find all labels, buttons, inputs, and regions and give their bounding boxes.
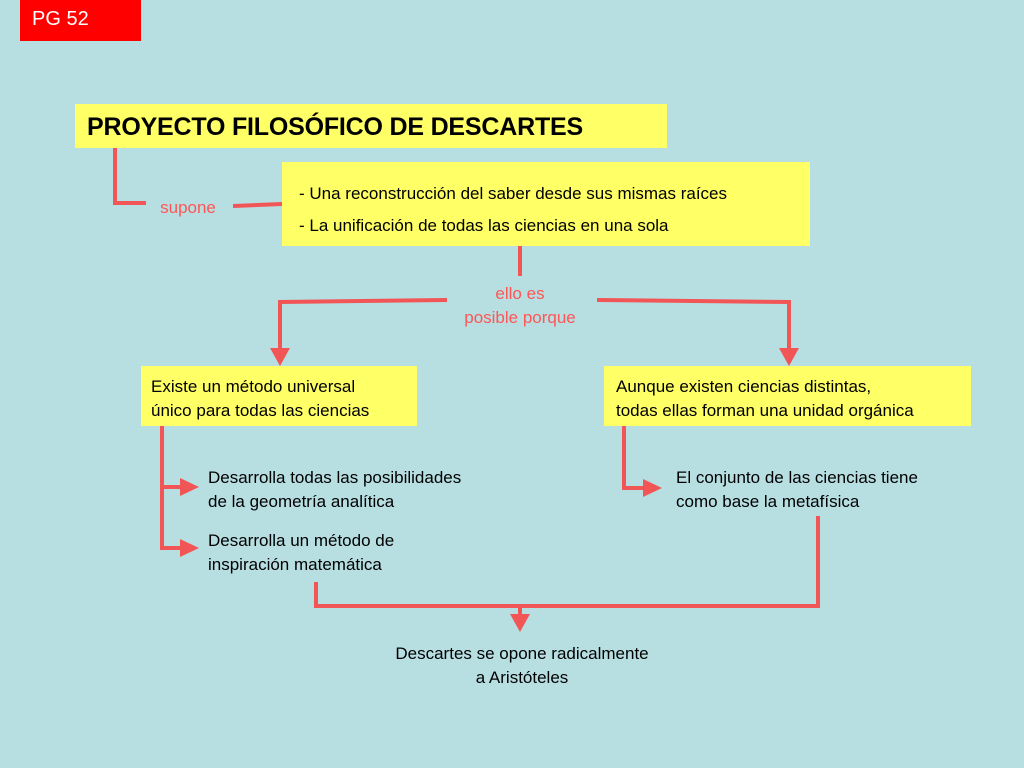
left-child2-arrowhead bbox=[180, 539, 199, 557]
left-child1-arrowhead bbox=[180, 478, 199, 496]
right-child-arrowhead bbox=[643, 479, 662, 497]
text-line: inspiración matemática bbox=[208, 555, 382, 574]
conclusion-text: Descartes se opone radicalmente a Aristó… bbox=[362, 642, 682, 690]
right-branch-box: Aunque existen ciencias distintas, todas… bbox=[604, 366, 971, 426]
conclusion-arrowhead bbox=[510, 614, 530, 632]
supone-item: - La unificación de todas las ciencias e… bbox=[299, 216, 669, 235]
ello-left-arrowhead bbox=[270, 348, 290, 366]
connector-label-supone: supone bbox=[160, 198, 216, 217]
ello-to-right-line bbox=[596, 298, 791, 350]
title-to-supone-line bbox=[113, 148, 146, 205]
supone-item: - Una reconstrucción del saber desde sus… bbox=[299, 184, 728, 203]
ello-to-left-line bbox=[278, 298, 448, 350]
connector-label-line: ello es bbox=[495, 284, 545, 303]
supone-to-box-line bbox=[232, 202, 283, 208]
page-number-badge: PG 52 bbox=[20, 0, 141, 41]
right-box-to-child-line bbox=[622, 426, 645, 490]
right-box-line: Aunque existen ciencias distintas, bbox=[616, 377, 872, 396]
text-line: como base la metafísica bbox=[676, 492, 860, 511]
merge-line bbox=[314, 516, 820, 608]
text-line: Desarrolla un método de bbox=[208, 531, 395, 550]
connector-label-ello-es: ello es posible porque bbox=[440, 282, 600, 330]
connector-label-line: posible porque bbox=[464, 308, 576, 327]
text-line: El conjunto de las ciencias tiene bbox=[676, 468, 918, 487]
left-box-to-children-line bbox=[160, 426, 182, 550]
concept-title: PROYECTO FILOSÓFICO DE DESCARTES bbox=[75, 104, 667, 148]
supone-box: - Una reconstrucción del saber desde sus… bbox=[282, 162, 810, 246]
text-line: Desarrolla todas las posibilidades bbox=[208, 468, 462, 487]
left-child-method: Desarrolla un método de inspiración mate… bbox=[208, 529, 394, 577]
ello-right-arrowhead bbox=[779, 348, 799, 366]
left-child-geometry: Desarrolla todas las posibilidades de la… bbox=[208, 466, 461, 514]
left-box-line: Existe un método universal bbox=[151, 377, 356, 396]
right-box-line: todas ellas forman una unidad orgánica bbox=[616, 401, 914, 420]
right-child-metaphysics: El conjunto de las ciencias tiene como b… bbox=[676, 466, 918, 514]
left-branch-box: Existe un método universal único para to… bbox=[141, 366, 417, 426]
text-line: a Aristóteles bbox=[475, 668, 569, 687]
left-box-line: único para todas las ciencias bbox=[151, 401, 370, 420]
text-line: de la geometría analítica bbox=[208, 492, 395, 511]
text-line: Descartes se opone radicalmente bbox=[395, 644, 649, 663]
